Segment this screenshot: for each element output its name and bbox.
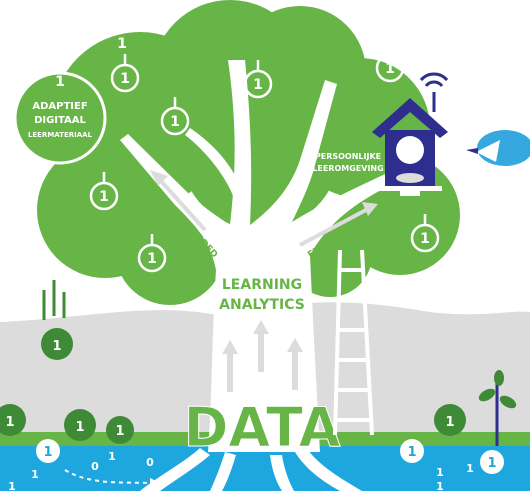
data-flow-path: [64, 469, 156, 484]
digit-circle-icon: 1: [410, 214, 440, 253]
persoonlijke-line-1: PERSOONLIJKE: [315, 152, 381, 161]
fruit-digit: 1: [445, 415, 454, 430]
digit-circle-icon: 1: [243, 60, 273, 99]
learning-label: LEARNING: [222, 277, 302, 293]
fruit-digit: 1: [5, 415, 14, 430]
fruit-digit: 1: [75, 420, 84, 435]
digit-circle: [110, 63, 140, 93]
water-digit: 1: [31, 468, 39, 481]
water-digit: 1: [436, 480, 444, 491]
digit-circle: [243, 69, 273, 99]
adaptief-line-3: LEERMATERIAAL: [28, 131, 93, 139]
digit-circle: [137, 243, 167, 273]
digit-circle-icon: 1: [375, 44, 405, 83]
ladder: [333, 249, 374, 436]
water-digit: 0: [146, 456, 154, 469]
digit-text: 1: [170, 114, 180, 130]
water-digit: 1: [8, 480, 16, 491]
digit-circle-icon: 1: [160, 97, 190, 136]
digit-circle-icon: 1: [89, 172, 119, 211]
digit-circle: [410, 223, 440, 253]
ground-fruits: [0, 404, 466, 444]
digit-circle: [160, 106, 190, 136]
birdhouse: [372, 98, 448, 196]
water-digit: 0: [91, 460, 99, 473]
digit-circle-icon: 1: [117, 36, 127, 52]
digit-text: 1: [120, 71, 130, 87]
fruit-digit-labels: 1 1 1 1 1 1 1 1: [5, 339, 496, 471]
canopy-digit-icons: 1 1 1 1 1 1 1 1: [89, 36, 440, 273]
trunk-up-arrows: [222, 320, 303, 392]
persoonlijke-leeromgeving-label: PERSOONLIJKE LEEROMGEVING: [312, 152, 383, 173]
water-digit: 1: [108, 450, 116, 463]
falling-fruit: [41, 280, 73, 360]
water-digit: 1: [466, 462, 474, 475]
digit-text: 1: [147, 251, 157, 267]
fruit-digit: 1: [407, 445, 416, 460]
digit-text: 1: [117, 36, 127, 52]
bird-icon: [466, 130, 530, 166]
water-fruits: [36, 439, 504, 474]
adaptief-digit: 1: [55, 74, 65, 90]
fruit-digit: 1: [487, 456, 496, 471]
analytics-label: ANALYTICS: [219, 297, 305, 313]
fruit-digit: 1: [115, 424, 124, 439]
adaptief-digitaal-leermateriaal: ADAPTIEF DIGITAAL LEERMATERIAAL 1: [13, 71, 107, 165]
antenna-signal-icon: [419, 72, 449, 112]
fruit-digit: 1: [52, 339, 61, 354]
data-flow-arrowhead: [150, 478, 160, 488]
seedling-icon: [478, 370, 517, 446]
adaptief-line-1: ADAPTIEF: [32, 101, 87, 112]
digit-circle-icon: 1: [137, 234, 167, 273]
digit-text: 1: [253, 77, 263, 93]
digit-circle: [375, 53, 405, 83]
water-digit: 1: [436, 466, 444, 479]
water-stream: [0, 446, 530, 491]
digit-circle: [89, 181, 119, 211]
persoonlijke-line-2: LEEROMGEVING: [312, 164, 383, 173]
tree-trunk: [120, 60, 410, 491]
digit-text: 1: [385, 61, 395, 77]
digit-text: 1: [420, 231, 430, 247]
adaptief-line-2: DIGITAAL: [34, 115, 86, 126]
digit-circle-icon: 1: [110, 54, 140, 93]
data-label: DATA: [184, 396, 341, 459]
fruit-digit: 1: [43, 445, 52, 460]
learning-analytics-label: LEARNING ANALYTICS: [219, 277, 305, 313]
digit-text: 1: [99, 189, 109, 205]
